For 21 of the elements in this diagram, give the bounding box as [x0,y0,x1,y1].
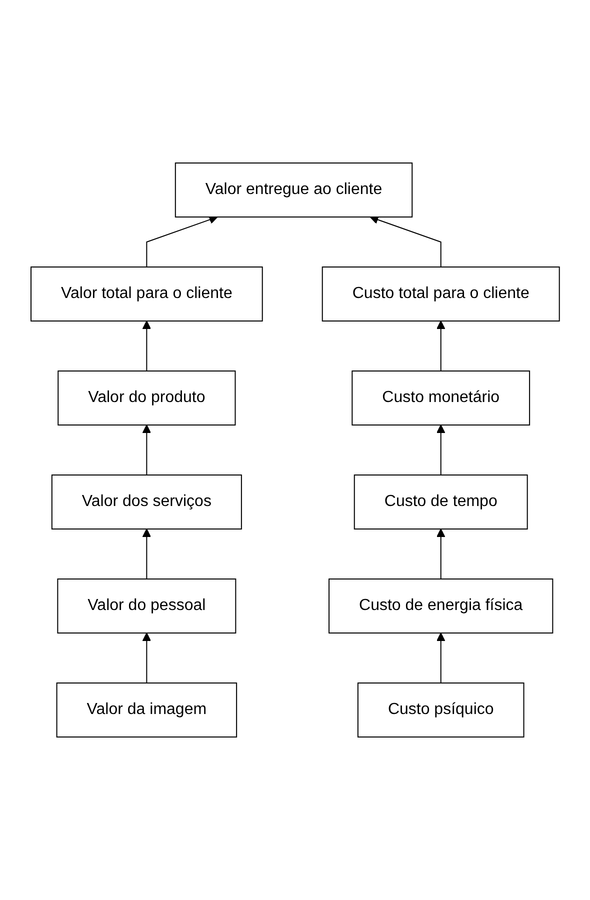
arrow [436,424,446,476]
arrow [436,528,446,580]
node-box: Valor da imagem [56,682,237,738]
arrow [370,216,442,268]
node-box: Valor entregue ao cliente [174,162,412,218]
node-box: Valor dos serviços [51,474,242,530]
arrow [436,320,446,372]
arrow [146,216,218,268]
node-box: Valor total para o cliente [30,266,263,322]
node-box: Custo psíquico [357,682,524,738]
arrow [142,632,151,684]
arrow [436,632,446,684]
arrow [142,528,151,580]
node-box: Custo de energia física [328,578,553,634]
node-box: Custo total para o cliente [322,266,560,322]
node-box: Valor do pessoal [57,578,236,634]
arrow [142,424,151,476]
node-box: Custo monetário [351,370,530,426]
arrow [142,320,151,372]
node-box: Custo de tempo [354,474,528,530]
node-box: Valor do produto [57,370,236,426]
